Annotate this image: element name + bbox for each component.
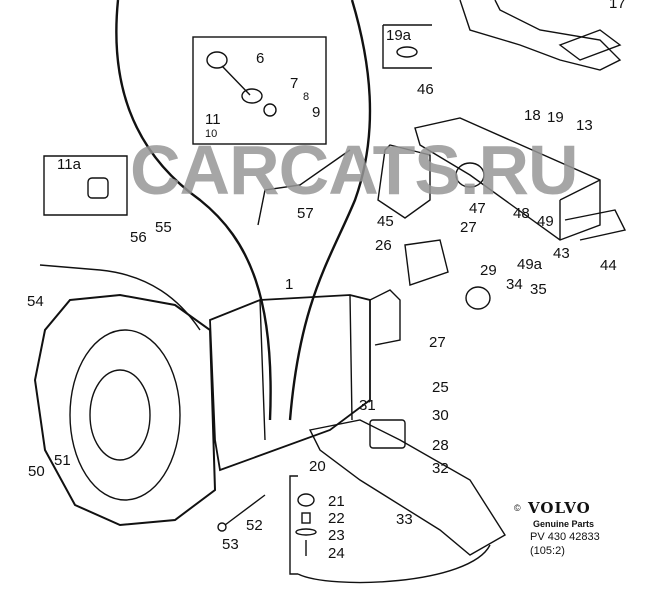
callout-33: 33 xyxy=(396,511,413,528)
page-reference: (105:2) xyxy=(530,545,565,557)
callout-11: 11 xyxy=(205,111,221,128)
callout-6: 6 xyxy=(256,50,265,67)
part-number: PV 430 42833 xyxy=(530,531,600,543)
callout-54: 54 xyxy=(27,293,44,310)
callout-25: 25 xyxy=(432,379,449,396)
watermark: CARCATS.RU xyxy=(130,131,579,209)
callout-19: 19 xyxy=(547,109,564,126)
callout-17: 17 xyxy=(609,0,626,12)
cable xyxy=(115,0,272,421)
callout-27-upper: 27 xyxy=(460,219,477,236)
callout-50: 50 xyxy=(28,463,45,480)
callout-52: 52 xyxy=(246,517,263,534)
callout-8: 8 xyxy=(303,91,310,103)
callout-18: 18 xyxy=(524,107,541,124)
callout-29: 29 xyxy=(480,262,497,279)
callout-19a: 19a xyxy=(386,27,412,44)
callout-34: 34 xyxy=(506,276,523,293)
inset-box-selector xyxy=(192,36,327,145)
callout-31: 31 xyxy=(359,397,376,414)
callout-35: 35 xyxy=(530,281,547,298)
callout-9: 9 xyxy=(312,104,321,121)
volvo-logo: VOLVO xyxy=(528,499,591,517)
callout-57: 57 xyxy=(297,205,314,222)
callout-28: 28 xyxy=(432,437,449,454)
callout-13: 13 xyxy=(576,117,593,134)
callout-30: 30 xyxy=(432,407,449,424)
callout-47: 47 xyxy=(469,200,486,217)
callout-23: 23 xyxy=(328,527,345,544)
callout-10: 10 xyxy=(205,128,218,140)
callout-51: 51 xyxy=(54,452,71,469)
callout-55: 55 xyxy=(155,219,172,236)
callout-44: 44 xyxy=(600,257,617,274)
callout-7: 7 xyxy=(290,75,299,92)
callout-1: 1 xyxy=(285,276,294,293)
callout-49a: 49a xyxy=(517,256,543,273)
callout-49: 49 xyxy=(537,213,554,230)
callout-11a: 11a xyxy=(57,156,81,173)
callout-21: 21 xyxy=(328,493,345,510)
callout-43: 43 xyxy=(553,245,570,262)
copyright-symbol: © xyxy=(514,503,521,513)
callout-32: 32 xyxy=(432,460,449,477)
callout-24: 24 xyxy=(328,545,345,562)
cable-2 xyxy=(288,0,372,421)
inset-box-20 xyxy=(289,475,491,584)
callout-26: 26 xyxy=(375,237,392,254)
callout-20: 20 xyxy=(309,458,326,475)
callout-27-lower: 27 xyxy=(429,334,446,351)
callout-46: 46 xyxy=(417,81,434,98)
genuine-parts-text: Genuine Parts xyxy=(533,519,595,529)
inset-box-11a xyxy=(43,155,128,216)
inset-box-19a xyxy=(382,24,432,69)
callout-45: 45 xyxy=(377,213,394,230)
callout-22: 22 xyxy=(328,510,345,527)
callout-56: 56 xyxy=(130,229,147,246)
callout-53: 53 xyxy=(222,536,239,553)
callout-48: 48 xyxy=(513,205,530,222)
